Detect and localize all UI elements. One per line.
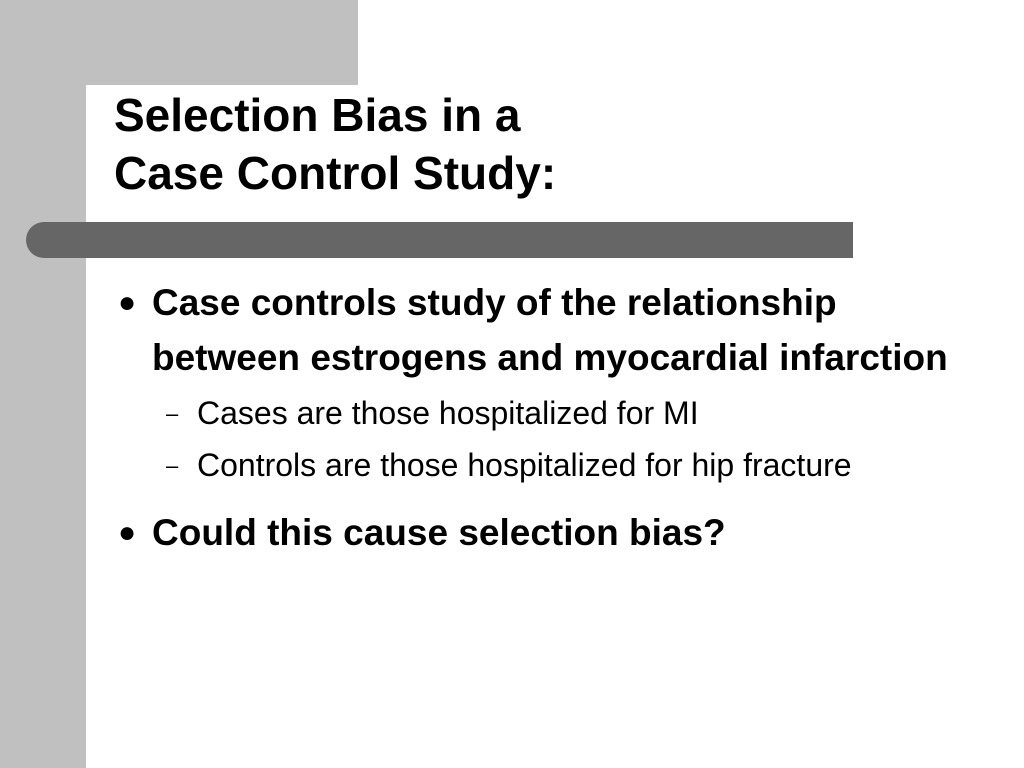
left-gray-panel <box>0 0 86 768</box>
rounded-corner <box>86 85 358 225</box>
sub-bullet-item: – Controls are those hospitalized for hi… <box>114 442 974 489</box>
dash-icon: – <box>166 453 179 478</box>
sub-bullet-text: Controls are those hospitalized for hip … <box>197 447 852 483</box>
title-line-1: Selection Bias in a <box>114 89 521 141</box>
bullet-text: Could this cause selection bias? <box>152 512 726 553</box>
bullet-text: Case controls study of the relationship … <box>152 282 948 378</box>
title-line-2: Case Control Study: <box>114 147 557 199</box>
slide-title: Selection Bias in a Case Control Study: <box>114 86 556 202</box>
title-underline-bar <box>26 222 853 258</box>
bullet-dot-icon: ● <box>118 516 137 549</box>
top-gray-panel <box>0 0 358 85</box>
sub-bullet-text: Cases are those hospitalized for MI <box>197 395 699 431</box>
bullet-item: ● Case controls study of the relationshi… <box>114 275 974 385</box>
bullet-item: ● Could this cause selection bias? <box>114 505 974 560</box>
slide-content: ● Case controls study of the relationshi… <box>114 275 974 560</box>
dash-icon: – <box>166 401 179 426</box>
sub-bullet-item: – Cases are those hospitalized for MI <box>114 390 974 437</box>
bullet-dot-icon: ● <box>118 286 137 319</box>
